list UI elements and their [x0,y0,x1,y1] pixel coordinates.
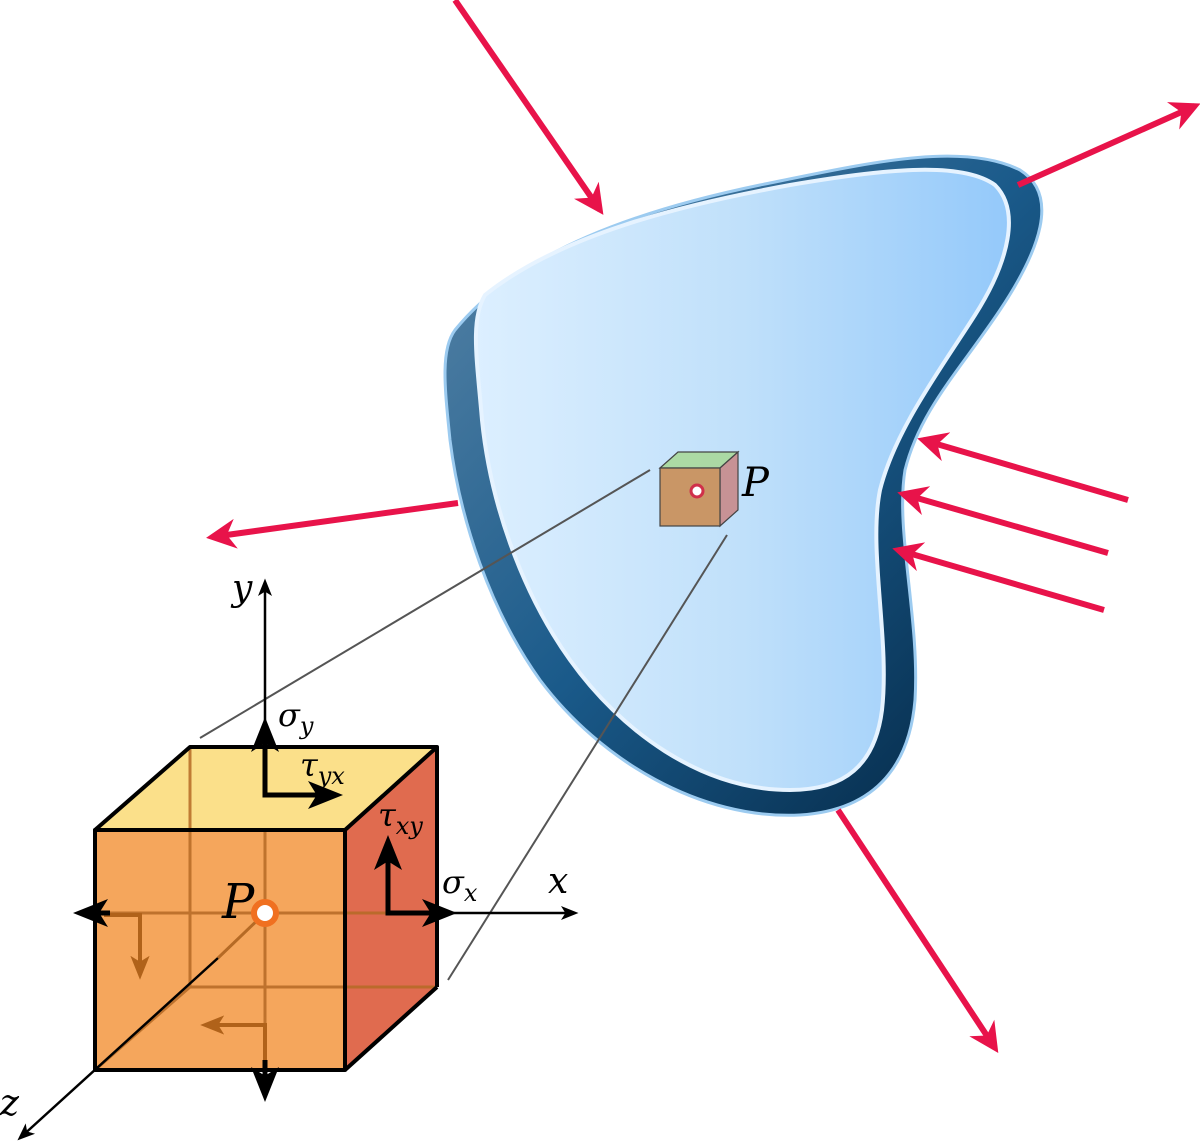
cube-side-face [345,747,437,1070]
force-arrow-top-right [1016,102,1200,188]
small-cube [658,450,740,528]
point-label-body: P [741,460,770,506]
force-arrow-top-left [452,0,604,215]
guide-line-lower [447,534,728,981]
tau-yx-arrow [262,760,343,809]
sigma-y-label: σy [278,696,314,740]
force-arrow-left [206,500,459,549]
force-arrow-right-2 [897,486,1109,556]
force-arrow-right-1 [917,432,1129,503]
axis-label-x: x [548,861,568,902]
inner-shear-arrows [104,913,267,1063]
tau-xy-arrow [374,835,437,916]
axis-label-y: y [230,568,253,609]
cube-edges [93,745,439,1072]
point-marker [251,899,279,927]
guide-line-upper [199,469,651,739]
inner-arrow-bottom-left [200,1015,267,1063]
force-arrow-right-3 [892,542,1105,613]
axis-label-z: z [0,1083,20,1124]
stress-arrows [73,717,457,1102]
inner-arrow-left-down [104,913,150,980]
deformable-body [443,154,1044,817]
stress-element-cube [93,745,439,1072]
small-cube-front [659,467,721,527]
coordinate-axes [17,578,579,1141]
tau-yx-label: τyx [300,746,345,790]
force-arrow-bottom [835,808,999,1054]
small-point-marker [689,483,705,499]
sigma-x-label: σx [442,863,478,907]
z-axis [17,957,219,1141]
body-front-face [473,167,1011,793]
external-forces [206,0,1200,1054]
point-label-cube: P [221,874,255,930]
zoom-guide-lines [199,469,728,981]
tau-xy-label: τxy [378,796,423,840]
cube-front-face [95,830,345,1070]
